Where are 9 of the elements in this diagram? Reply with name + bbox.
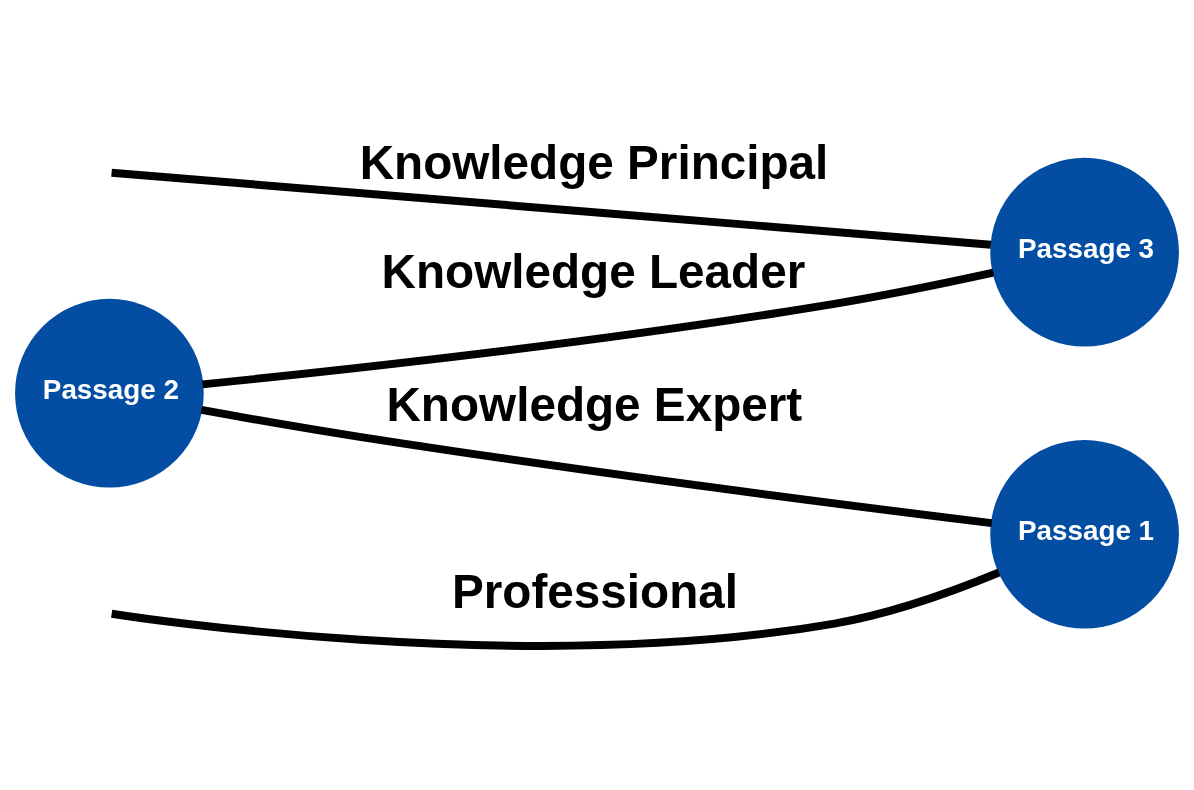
node-circle: Passage 3 bbox=[990, 157, 1179, 347]
connector bbox=[200, 406, 993, 528]
node-circle: Passage 2 bbox=[15, 298, 204, 488]
node-circle: Passage 1 bbox=[990, 439, 1179, 629]
edge-label: Knowledge Expert bbox=[386, 378, 803, 432]
connector bbox=[202, 268, 995, 389]
edge-label: Knowledge Principal bbox=[359, 136, 829, 190]
edge-label: Professional bbox=[452, 565, 739, 619]
edge-label: Knowledge Leader bbox=[381, 245, 806, 299]
